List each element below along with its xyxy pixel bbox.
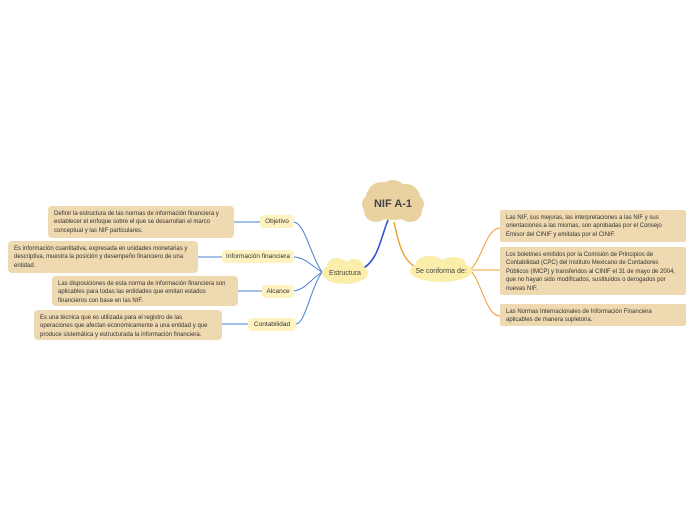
link-root-conforma: [393, 221, 419, 269]
contabilidad-node[interactable]: Contabilidad: [248, 318, 296, 331]
link-estructura-informacion: [292, 256, 323, 273]
informacion-financiera-detail: Es información cuantitativa, expresada e…: [8, 241, 198, 273]
root-node[interactable]: NIF A-1: [362, 180, 424, 224]
objetivo-node[interactable]: Objetivo: [260, 215, 294, 228]
se-conforma-item-2: Los boletines emitidos por la Comisión d…: [500, 247, 686, 295]
alcance-detail: Las disposiciones de esta norma de infor…: [52, 276, 238, 306]
contabilidad-detail: Es una técnica que es utilizada para el …: [34, 310, 222, 340]
alcance-node[interactable]: Alcance: [262, 285, 294, 298]
link-root-estructura: [359, 219, 389, 271]
se-conforma-item-1: Las NIF, sus mejoras, las interpretacion…: [500, 210, 686, 242]
se-conforma-node[interactable]: Se conforma de:: [410, 256, 472, 282]
objetivo-detail: Definir la estructura de las normas de i…: [48, 206, 234, 238]
link-estructura-objetivo: [292, 221, 323, 273]
link-conforma-box1: [469, 227, 501, 271]
informacion-financiera-node[interactable]: Información financiera: [222, 250, 294, 263]
root-label: NIF A-1: [362, 182, 424, 220]
link-estructura-contabilidad: [295, 271, 323, 325]
estructura-node[interactable]: Estructura: [322, 258, 368, 284]
link-conforma-box3: [469, 269, 501, 317]
se-conforma-item-3: Las Normas Internacionales de Informació…: [500, 304, 686, 326]
link-estructura-alcance: [292, 271, 323, 292]
